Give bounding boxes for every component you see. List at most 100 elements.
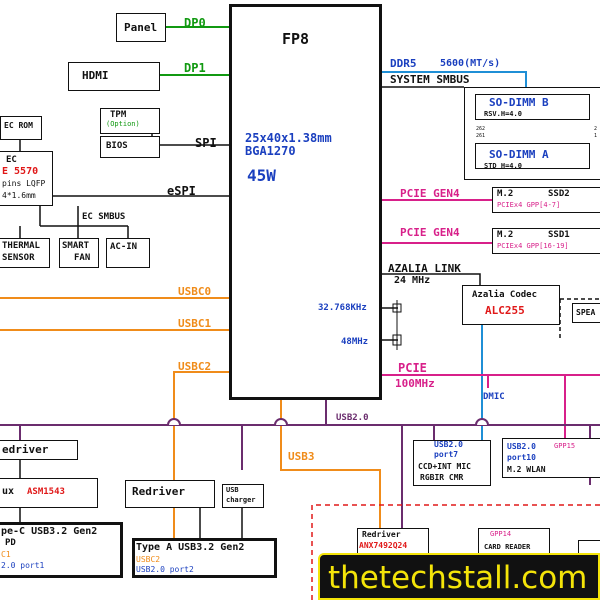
mux-part: ASM1543 [27,487,65,497]
ssd2-box [492,187,600,213]
pin-2: 2 [594,126,598,132]
ssd1-sub: PCIEx4 GPP[16-19] [497,242,569,250]
usb-charger-line2: charger [226,496,256,504]
codec-box [462,285,560,325]
smart-fan-line2: FAN [74,253,91,263]
dp1-label: DP1 [184,61,206,75]
camera-line2: port7 [434,450,459,459]
redriver2-label: Redriver [132,485,185,498]
ssd2-name: SSD2 [548,189,570,199]
watermark-logo: thetechstall.com [318,553,600,600]
pin-1: 1 [594,133,598,139]
dimm-b-label: SO-DIMM B [489,96,549,109]
ssd2-m2: M.2 [497,189,514,199]
azalia-link-label: AZALIA LINK [388,262,461,275]
tpm-sub: (Option) [106,120,140,128]
codec-label: Azalia Codec [472,290,538,300]
dimm-b-box [475,94,590,120]
card-reader-gpp: GPP14 [490,530,512,538]
mux-box [0,478,98,508]
thermal-line1: THERMAL [2,241,40,251]
ec-rom-label: EC ROM [4,121,33,130]
pin-262: 262 [476,126,486,132]
usb3-label: USB3 [288,450,315,463]
pin-261: 261 [476,133,486,139]
wlan-line3: M.2 WLAN [507,465,546,474]
ec-smbus-label: EC SMBUS [82,212,126,222]
watermark-text: thetechstall.com [328,560,588,596]
xtal2-label: 48MHz [341,337,369,347]
redriver1-box [0,440,78,460]
ssd1-m2: M.2 [497,230,514,240]
pcie-freq: 100MHz [395,377,435,390]
thermal-line2: SENSOR [2,253,35,263]
hdmi-label: HDMI [82,69,109,82]
panel-box [116,13,166,42]
codec-part: ALC255 [485,304,525,317]
redriver2-box [125,480,215,508]
ec-box [0,151,53,206]
typec-line4: 2.0 port1 [1,561,45,570]
typec-box [0,522,123,578]
pcie-gen4-ssd1-label: PCIE GEN4 [400,226,460,239]
ddr5-label: DDR5 [390,57,417,70]
ddr5-speed: 5600(MT/s) [440,58,501,69]
ssd2-sub: PCIEx4 GPP[4-7] [497,201,561,209]
thermal-box [0,238,50,268]
redriver3-label: Redriver [362,530,401,539]
ac-in-box [106,238,150,268]
panel-label: Panel [124,21,158,34]
ec-label: EC [6,155,17,165]
camera-box [413,440,491,486]
wlan-line1: USB2.0 [507,442,536,451]
dmic-label: DMIC [483,392,505,402]
tpm-box [100,108,160,134]
cpu-package: BGA1270 [245,144,296,158]
hdmi-box [68,62,160,91]
dimm-a-box [475,143,590,169]
usbc1-label: USBC1 [178,317,212,330]
azalia-freq: 24 MHz [394,275,431,286]
spi-label: SPI [195,136,217,150]
wlan-gpp: GPP15 [554,442,576,450]
espi-label: eSPI [167,184,196,198]
dp0-label: DP0 [184,16,206,30]
typec-line2: PD [5,538,16,548]
smart-fan-box [59,238,99,268]
bios-box [100,136,160,158]
wlan-line2: port10 [507,453,536,462]
camera-line3: CCD+INT MIC [418,462,471,471]
pcie-gen4-ssd2-label: PCIE GEN4 [400,187,460,200]
ssd1-name: SSD1 [548,230,570,240]
typea-line2: USBC2 [136,555,161,564]
system-smbus-label: SYSTEM SMBUS [390,73,470,86]
cpu-name: FP8 [282,30,310,48]
dimm-a-label: SO-DIMM A [489,148,549,161]
cpu-block [229,4,382,400]
typec-line3: C1 [1,550,11,559]
camera-line4: RGBIR CMR [420,473,464,482]
typea-line3: USB2.0 port2 [136,565,194,574]
wlan-box [502,438,600,478]
ec-rom-box [0,116,42,140]
usb20-label: USB2.0 [336,413,369,423]
cpu-size: 25x40x1.38mm [245,131,332,145]
ssd1-box [492,228,600,254]
redriver3-part: ANX7492Q24 [359,541,408,550]
redriver1-label: edriver [2,443,49,456]
usbc0-label: USBC0 [178,285,212,298]
typea-line1: Type A USB3.2 Gen2 [136,542,245,553]
smart-fan-line1: SMART [62,241,90,251]
ec-pins: pins LQFP [2,179,46,188]
typea-box [132,538,277,578]
bios-label: BIOS [106,141,128,151]
card-reader-label: CARD READER [484,543,531,551]
usbc2-label: USBC2 [178,360,212,373]
usb-charger-box [222,484,264,508]
ac-in-label: AC-IN [110,242,138,252]
camera-line1: USB2.0 [434,440,463,449]
typec-line1: pe-C USB3.2 Gen2 [1,526,98,537]
ec-part: E 5570 [2,166,39,177]
xtal1-label: 32.768KHz [318,303,367,313]
usb-charger-line1: USB [226,486,239,494]
